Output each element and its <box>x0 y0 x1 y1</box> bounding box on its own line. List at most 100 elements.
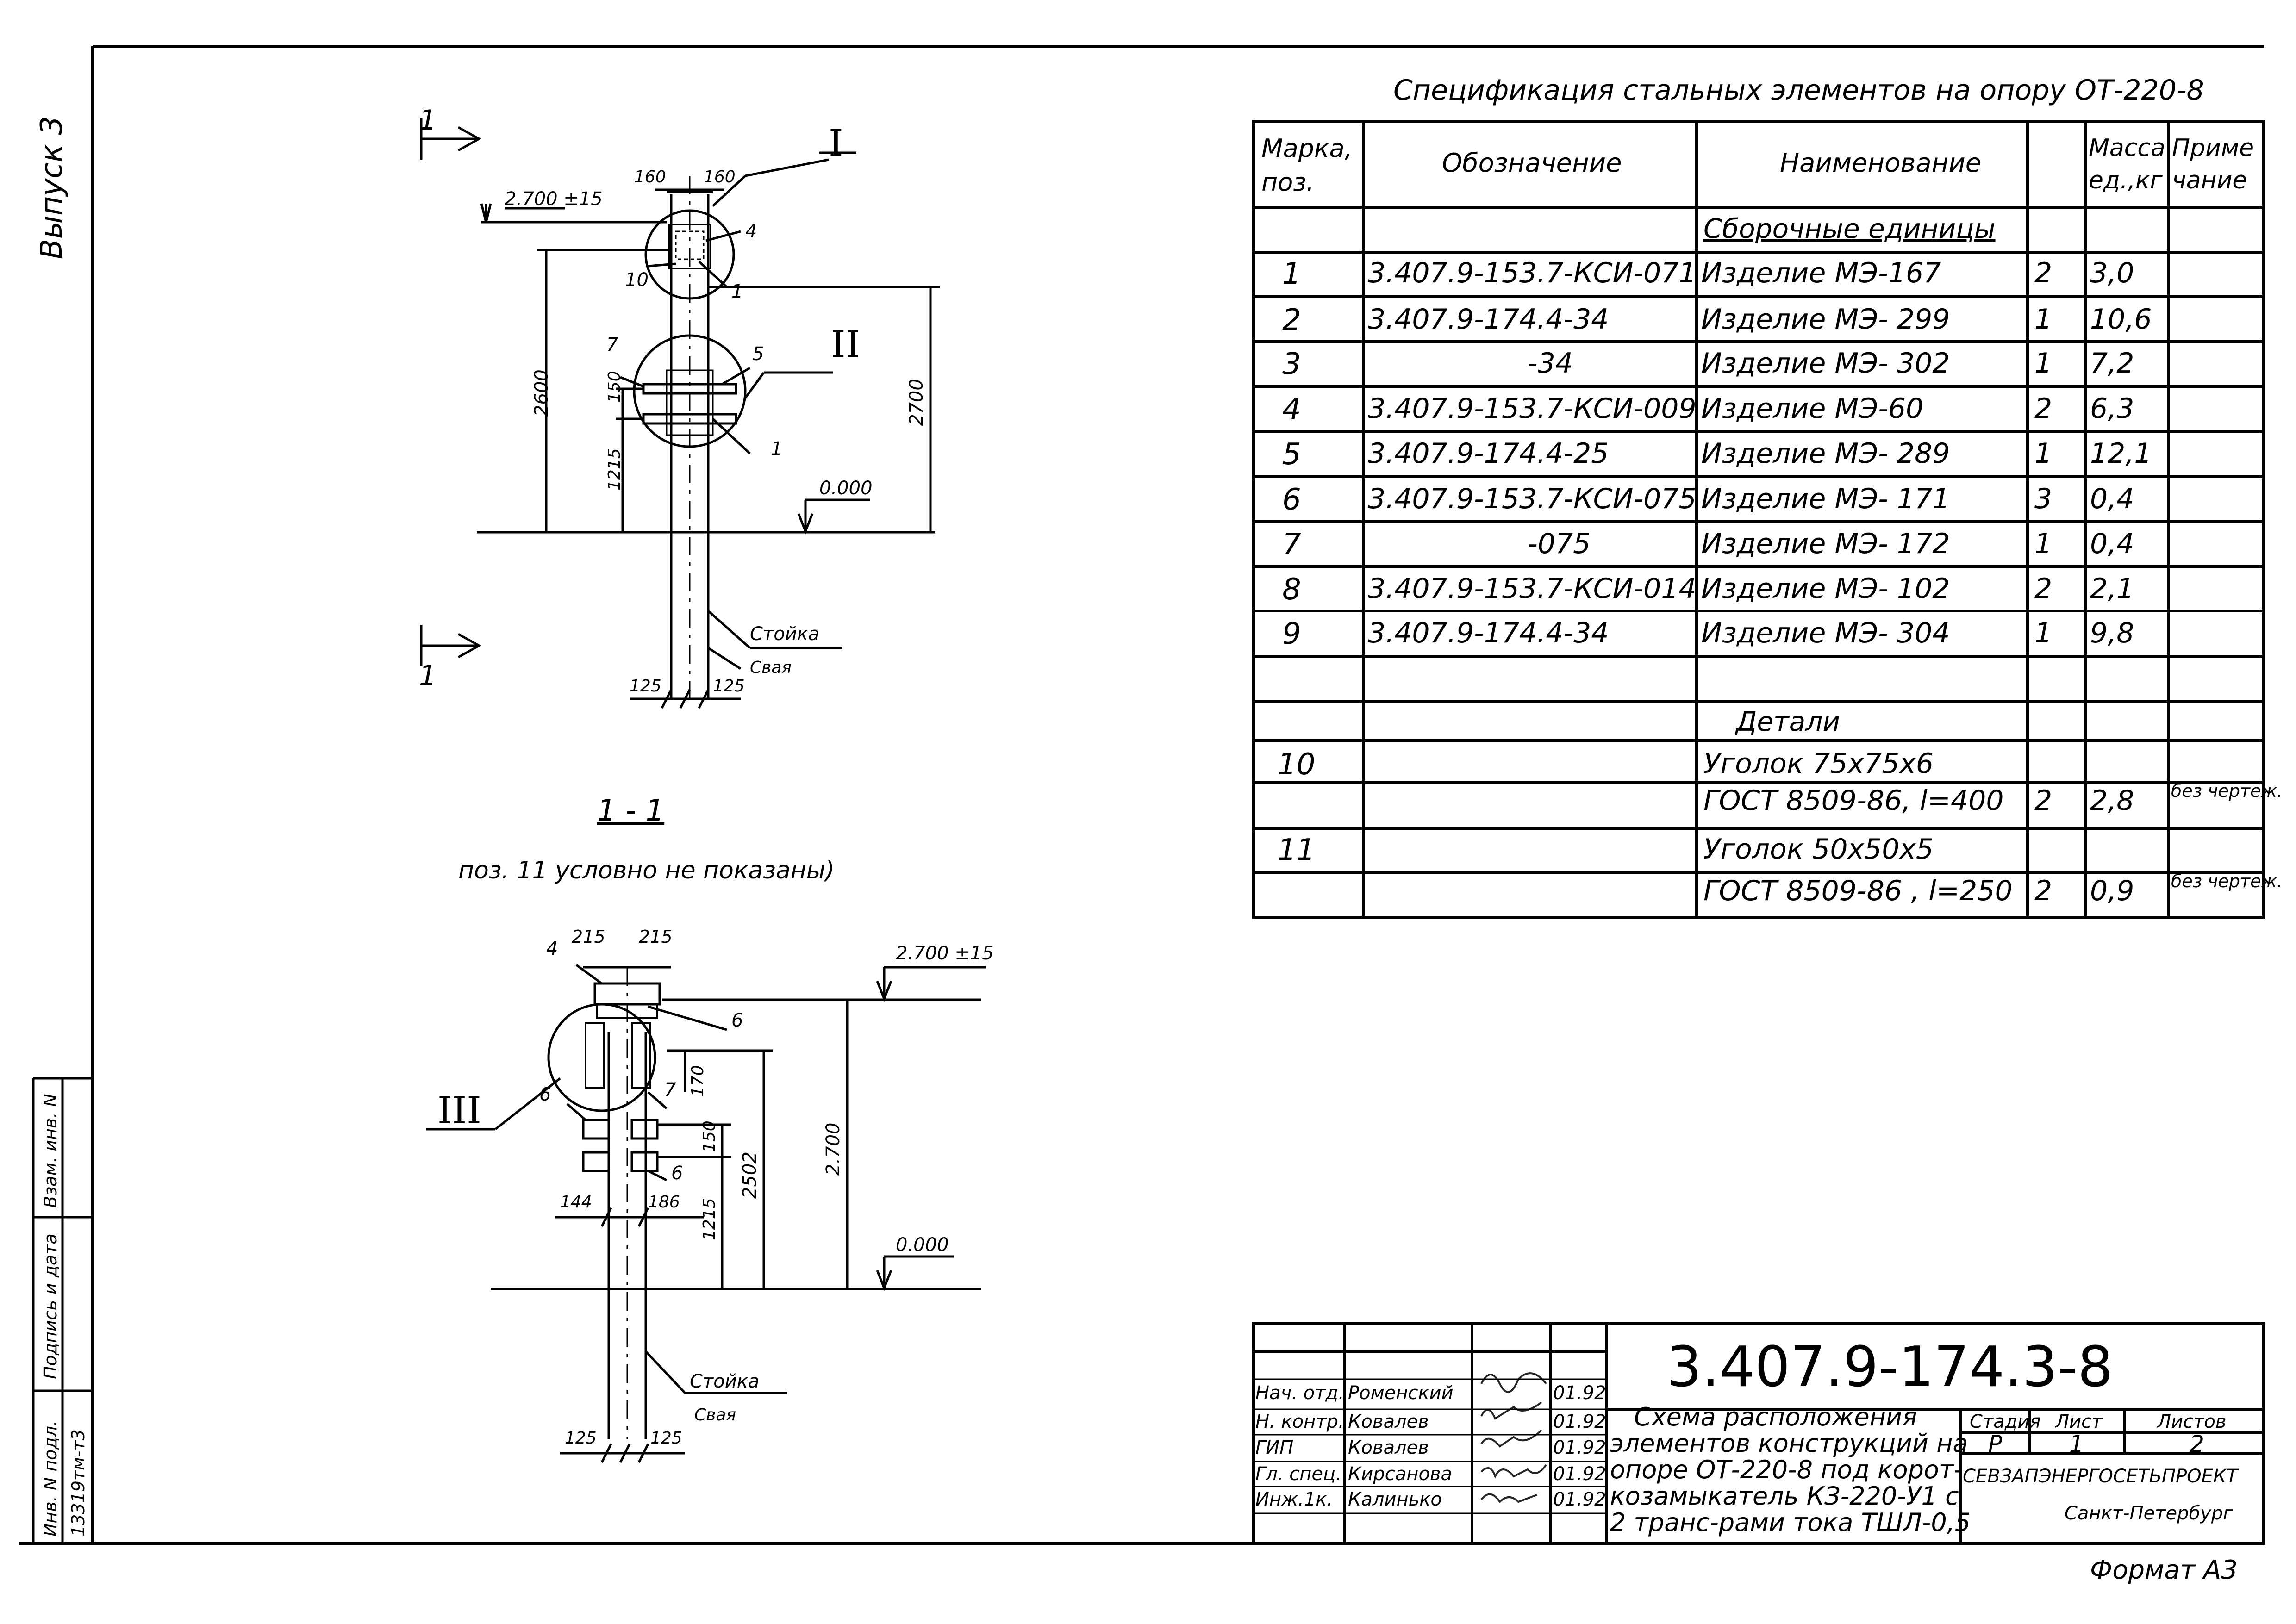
callout-10: 10 <box>625 269 649 291</box>
detail-pos: 10 <box>1278 747 1316 782</box>
spec-designation: 3.407.9-153.7-КСИ-009 <box>1368 392 1697 425</box>
spec-designation: -34 <box>1528 347 1573 380</box>
stamp-original-inv: Инв. N подл. <box>40 1420 61 1537</box>
elevation-top-bottom: 2.700 ±15 <box>896 943 994 964</box>
spec-name: Изделие МЭ- 302 <box>1701 347 1950 380</box>
callout-4: 4 <box>745 221 757 242</box>
spec-mass: 12,1 <box>2090 437 2152 470</box>
spec-mass: 3,0 <box>2090 257 2134 289</box>
hdr-note: Приме чание <box>2172 134 2254 195</box>
spec-pos: 4 <box>1282 392 1301 427</box>
detail-roman-1: I <box>829 122 843 165</box>
description-line: элементов конструкций на <box>1610 1429 1968 1458</box>
spec-name: Изделие МЭ- 171 <box>1701 483 1950 515</box>
dim-1215-bottom: 1215 <box>700 1198 719 1240</box>
staff-name: Ковалев <box>1348 1437 1429 1458</box>
hdr-mark: Марка, поз. <box>1261 134 1353 197</box>
detail-mass: 0,9 <box>2090 875 2134 907</box>
dim-160-left: 160 <box>634 168 666 187</box>
stage-value: Р <box>1988 1431 2003 1457</box>
spec-designation: -075 <box>1528 528 1591 560</box>
dim-2700-bottom: 2.700 <box>823 1122 844 1176</box>
spec-table-grid <box>1252 120 2265 919</box>
spec-mass: 10,6 <box>2090 303 2152 336</box>
assemblies-heading: Сборочные единицы <box>1703 213 1996 244</box>
dim-125-left: 125 <box>630 677 661 696</box>
sheets-label: Листов <box>2157 1411 2227 1432</box>
stage-label: Стадия <box>1970 1411 2041 1432</box>
spec-name: Изделие МЭ- 289 <box>1701 437 1950 470</box>
details-heading: Детали <box>1736 706 1841 737</box>
staff-date: 01.92 <box>1553 1437 1606 1458</box>
spec-designation: 3.407.9-174.4-25 <box>1368 437 1609 470</box>
section-mark-top: 1 <box>419 104 437 137</box>
spec-qty: 2 <box>2034 392 2053 425</box>
stamp-signature-date: Подпись и дата <box>40 1233 61 1379</box>
spec-pos: 7 <box>1282 528 1301 562</box>
dim-150-bottom: 150 <box>700 1120 719 1152</box>
description-line: козамыкатель КЗ-220-У1 с <box>1610 1481 1959 1511</box>
elevation-top: 2.700 ±15 <box>505 188 603 210</box>
staff-role: ГИП <box>1255 1437 1294 1458</box>
dim-125-right: 125 <box>713 677 745 696</box>
spec-name: Изделие МЭ-60 <box>1701 392 1924 425</box>
spec-qty: 2 <box>2034 257 2053 289</box>
label-stoika-bottom: Стойка <box>690 1371 760 1392</box>
spec-mass: 7,2 <box>2090 347 2134 380</box>
staff-role: Н. контр. <box>1255 1411 1344 1432</box>
detail-name: Уголок 75х75х6 <box>1703 747 1934 780</box>
title-block-grid <box>1252 1322 2265 1545</box>
pole-top-drawing <box>420 118 940 709</box>
spec-pos: 3 <box>1282 347 1301 381</box>
dim-2600: 2600 <box>531 369 552 417</box>
spec-designation: 3.407.9-153.7-КСИ-075 <box>1368 483 1697 515</box>
label-svaya-top: Свая <box>750 658 792 677</box>
spec-qty: 3 <box>2034 483 2053 515</box>
detail-roman-2: II <box>831 323 861 366</box>
format-label: Формат А3 <box>2090 1555 2238 1585</box>
sheet-value: 1 <box>2069 1431 2084 1457</box>
issue-label: Выпуск 3 <box>35 116 69 259</box>
staff-name: Кирсанова <box>1348 1463 1452 1485</box>
label-svaya-bottom: Свая <box>694 1406 736 1425</box>
dim-215-left: 215 <box>572 927 605 947</box>
spec-mass: 2,1 <box>2090 572 2134 605</box>
spec-designation: 3.407.9-174.4-34 <box>1368 617 1609 649</box>
side-stamp-frame <box>32 1077 94 1545</box>
sheet-label: Лист <box>2055 1411 2103 1432</box>
spec-name: Изделие МЭ-167 <box>1701 257 1941 289</box>
spec-mass: 0,4 <box>2090 528 2134 560</box>
spec-qty: 1 <box>2034 303 2053 336</box>
detail-mass: 2,8 <box>2090 784 2134 817</box>
detail-roman-3: III <box>437 1089 481 1132</box>
detail-standard: ГОСТ 8509-86 , l=250 <box>1703 875 2013 907</box>
callout-7: 7 <box>606 334 618 355</box>
staff-name: Калинько <box>1348 1489 1442 1510</box>
dim-144: 144 <box>560 1193 592 1212</box>
spec-name: Изделие МЭ- 172 <box>1701 528 1950 560</box>
signatures <box>1480 1372 1547 1504</box>
spec-mass: 0,4 <box>2090 483 2134 515</box>
detail-qty: 2 <box>2034 784 2053 817</box>
spec-pos: 2 <box>1282 303 1301 337</box>
callout-4-bottom: 4 <box>546 938 558 959</box>
detail-note: без чертеж. <box>2171 781 2283 801</box>
staff-name: Роменский <box>1348 1382 1454 1404</box>
elevation-zero-bottom: 0.000 <box>896 1234 949 1256</box>
spec-pos: 8 <box>1282 572 1301 607</box>
dim-1215: 1215 <box>605 448 624 491</box>
staff-name: Ковалев <box>1348 1411 1429 1432</box>
spec-qty: 1 <box>2034 347 2053 380</box>
section-title: 1 - 1 <box>597 794 665 828</box>
staff-date: 01.92 <box>1553 1411 1606 1432</box>
spec-designation: 3.407.9-153.7-КСИ-014 <box>1368 572 1697 605</box>
staff-role: Гл. спец. <box>1255 1463 1341 1485</box>
spec-name: Изделие МЭ- 304 <box>1701 617 1950 649</box>
description-line: 2 транс-рами тока ТШЛ-0,5 <box>1610 1508 1971 1537</box>
city: Санкт-Петербург <box>2065 1503 2233 1524</box>
callout-5: 5 <box>752 343 764 365</box>
spec-mass: 9,8 <box>2090 617 2134 649</box>
spec-qty: 1 <box>2034 437 2053 470</box>
staff-role: Нач. отд. <box>1255 1382 1344 1404</box>
